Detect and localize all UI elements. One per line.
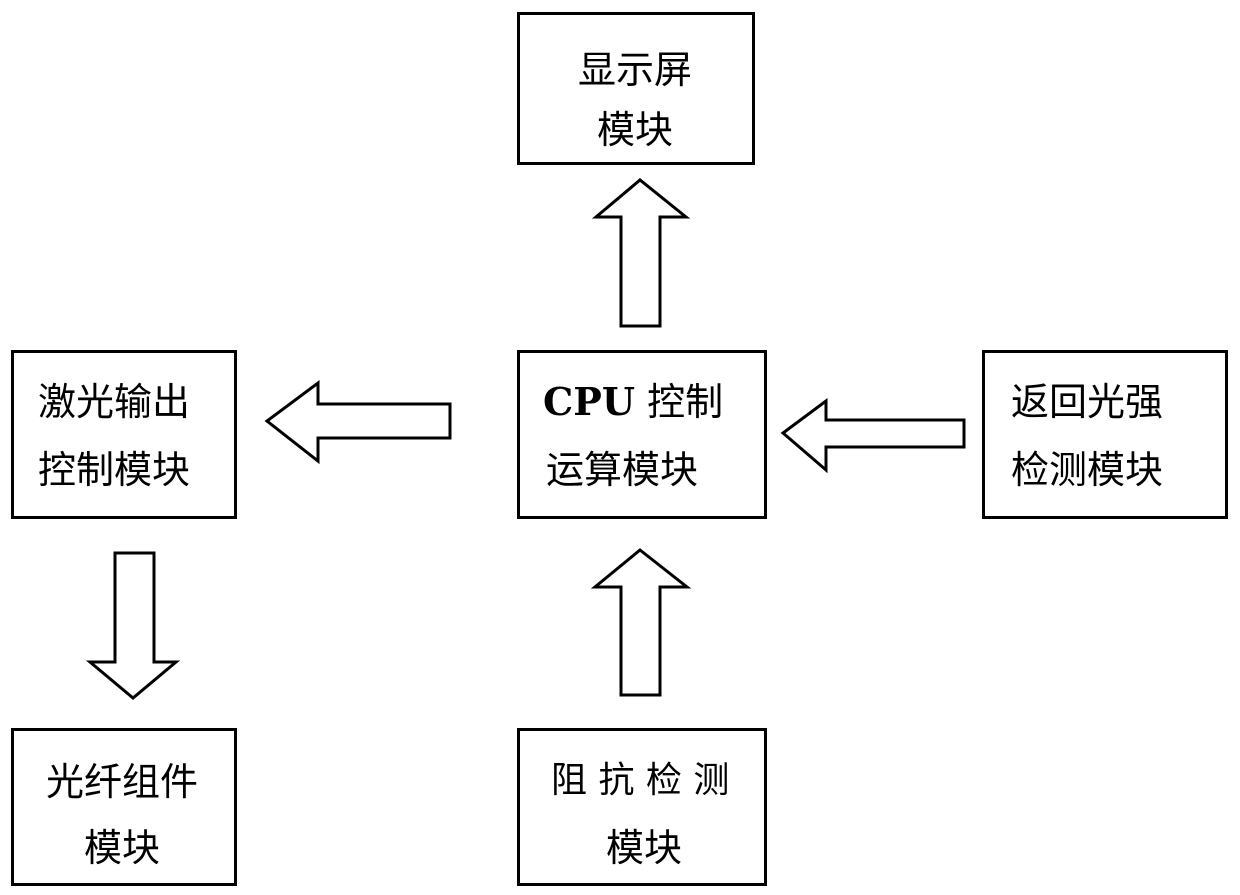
arrow-return-light-to-cpu xyxy=(783,401,964,470)
arrow-impedance-to-cpu xyxy=(595,550,687,695)
arrow-laser-to-fiber xyxy=(90,553,176,698)
arrow-cpu-to-display xyxy=(596,180,686,326)
arrow-cpu-to-laser xyxy=(267,383,450,461)
